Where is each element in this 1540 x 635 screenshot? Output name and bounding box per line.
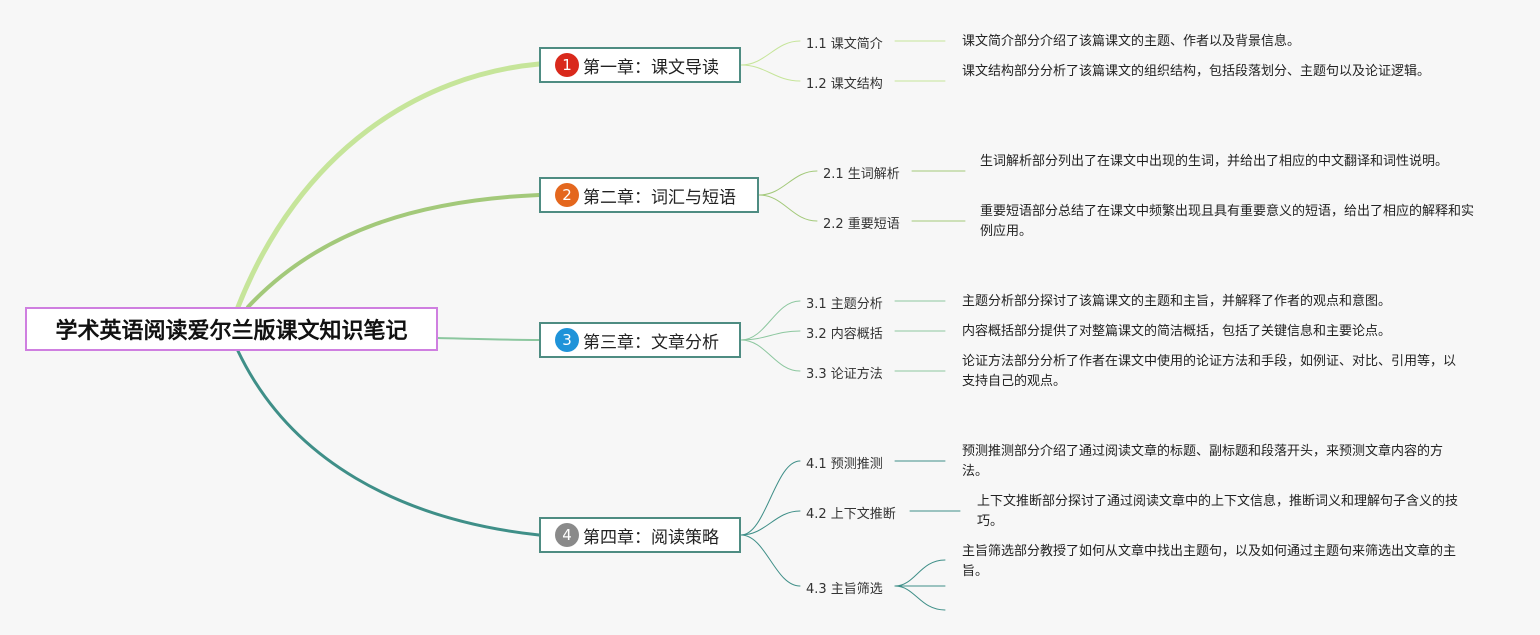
sub-branch-2-1 <box>758 170 818 196</box>
chapter-3-node[interactable]: 3 第三章：文章分析 <box>539 322 741 358</box>
subtopic-3-1[interactable]: 3.1 主题分析 <box>806 297 883 312</box>
chapter-3-label: 第三章：文章分析 <box>583 332 719 353</box>
chapter-2-number-badge: 2 <box>555 183 579 207</box>
root-title: 学术英语阅读爱尔兰版课文知识笔记 <box>55 319 408 344</box>
chapter-1-node[interactable]: 1 第一章：课文导读 <box>539 47 741 83</box>
subtopic-4-1-desc: 预测推测部分介绍了通过阅读文章的标题、副标题和段落开头，来预测文章内容的方法。 <box>962 444 1444 479</box>
subtopic-4-3-desc: 主旨筛选部分教授了如何从文章中找出主题句，以及如何通过主题句来筛选出文章的主旨。 <box>962 544 1457 579</box>
chapter-4-node[interactable]: 4 第四章：阅读策略 <box>539 517 741 553</box>
sub-branch-3-1 <box>740 300 801 341</box>
subtopic-3-3-desc: 论证方法部分分析了作者在课文中使用的论证方法和手段，如例证、对比、引用等，以支持… <box>962 354 1457 389</box>
subtopic-3-2[interactable]: 3.2 内容概括 <box>806 327 883 342</box>
sub-branch-3-2 <box>740 330 801 341</box>
subtopic-2-2-desc: 重要短语部分总结了在课文中频繁出现且具有重要意义的短语，给出了相应的解释和实例应… <box>980 204 1475 239</box>
chapter-2-node[interactable]: 2 第二章：词汇与短语 <box>539 177 759 213</box>
subtopic-3-2-desc: 内容概括部分提供了对整篇课文的简洁概括，包括了关键信息和主要论点。 <box>962 324 1392 339</box>
branch-chapter-4 <box>236 349 541 537</box>
subtopic-1-1-desc: 课文简介部分介绍了该篇课文的主题、作者以及背景信息。 <box>962 34 1301 49</box>
chapter-1-number-badge: 1 <box>555 53 579 77</box>
sub-branch-3-3 <box>740 339 801 372</box>
chapter-4-label: 第四章：阅读策略 <box>583 527 719 548</box>
subtopic-4-1[interactable]: 4.1 预测推测 <box>806 457 883 472</box>
desc-branch-4-3-upper <box>894 559 946 587</box>
subtopic-4-2-desc: 上下文推断部分探讨了通过阅读文章中的上下文信息，推断词义和理解句子含义的技巧。 <box>977 494 1459 529</box>
sub-branch-4-3 <box>740 534 801 587</box>
subtopic-2-1[interactable]: 2.1 生词解析 <box>823 167 900 182</box>
subtopic-3-3[interactable]: 3.3 论证方法 <box>806 367 883 382</box>
desc-branch-4-3-lower <box>894 585 946 611</box>
subtopic-1-2-desc: 课文结构部分分析了该篇课文的组织结构，包括段落划分、主题句以及论证逻辑。 <box>962 64 1431 79</box>
root-topic[interactable]: 学术英语阅读爱尔兰版课文知识笔记 <box>25 307 438 351</box>
sub-branch-4-2 <box>740 510 801 536</box>
chapter-4-number-badge: 4 <box>555 523 579 547</box>
subtopic-2-2[interactable]: 2.2 重要短语 <box>823 217 900 232</box>
subtopic-2-1-desc: 生词解析部分列出了在课文中出现的生词，并给出了相应的中文翻译和词性说明。 <box>980 154 1449 169</box>
sub-branch-1-1 <box>740 40 801 66</box>
subtopic-3-1-desc: 主题分析部分探讨了该篇课文的主题和主旨，并解释了作者的观点和意图。 <box>962 294 1392 309</box>
subtopic-4-3[interactable]: 4.3 主旨筛选 <box>806 582 883 597</box>
subtopic-1-1[interactable]: 1.1 课文简介 <box>806 37 883 52</box>
chapter-2-label: 第二章：词汇与短语 <box>583 187 736 208</box>
chapter-1-label: 第一章：课文导读 <box>583 57 719 78</box>
subtopic-4-2[interactable]: 4.2 上下文推断 <box>806 507 896 522</box>
branch-chapter-2 <box>246 193 541 309</box>
branch-chapter-1 <box>235 61 542 310</box>
subtopic-1-2[interactable]: 1.2 课文结构 <box>806 77 883 92</box>
chapter-3-number-badge: 3 <box>555 328 579 352</box>
sub-branch-1-2 <box>740 64 801 82</box>
sub-branch-2-2 <box>758 194 818 222</box>
sub-branch-4-1 <box>740 460 801 536</box>
branch-chapter-3 <box>437 337 540 341</box>
